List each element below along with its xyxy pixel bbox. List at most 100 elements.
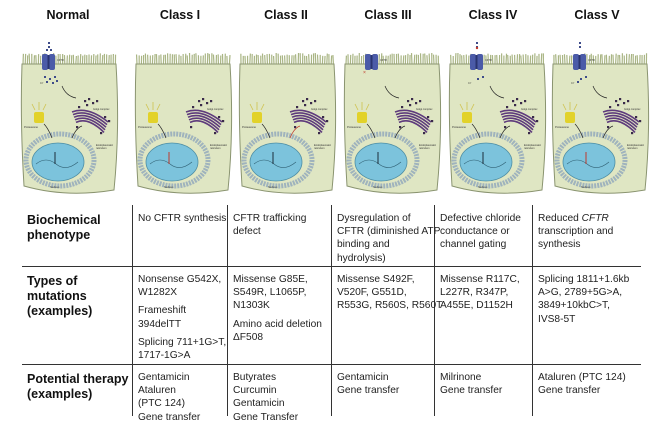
cell-paragraph: Dysregulation ofCFTR (diminished ATPbind…	[337, 212, 440, 265]
vesicle	[210, 100, 212, 102]
nucleus-label: Nucleus	[268, 185, 278, 189]
cell-line: Frameshift	[138, 304, 226, 317]
cell-line: Ataluren	[138, 384, 200, 397]
cell-paragraph: Reduced CFTRtranscription andsynthesis	[538, 212, 613, 252]
vesicle	[86, 104, 88, 106]
microvillus	[564, 54, 565, 64]
golgi-label: Golgi complex	[207, 107, 224, 111]
er-label-line2: reticulum	[210, 146, 221, 150]
microvilli	[346, 53, 438, 64]
cell-line: Gene Transfer	[233, 411, 298, 424]
vesicle	[516, 98, 518, 100]
cftr-label: CFTR	[57, 58, 64, 62]
cell-line: synthesis	[538, 238, 613, 251]
cell-line: ΔF508	[233, 331, 322, 344]
cell-paragraph: Defective chlorideconductance orchannel …	[440, 212, 521, 252]
vesicle	[423, 132, 425, 134]
cell-paragraph: ButyratesCurcuminGentamicinGene Transfer	[233, 371, 298, 424]
cell-diagram-normal: CFTRCl⁻Golgi complexProteasomeEndoplasma…	[16, 40, 122, 200]
cell-line: Amino acid deletion	[233, 318, 322, 331]
microvillus	[76, 56, 77, 64]
nucleus-icon	[32, 143, 84, 181]
chloride-ion	[46, 49, 48, 51]
chloride-ion	[52, 82, 54, 84]
microvillus	[600, 54, 601, 64]
table-cell-potential-therapy-class-4: MilrinoneGene transfer	[440, 371, 502, 402]
nucleus-label: Nucleus	[373, 185, 383, 189]
golgi-label: Golgi complex	[416, 107, 433, 111]
cftr-subunit	[372, 54, 378, 70]
er-label-line2: reticulum	[314, 146, 325, 150]
table-cell-biochemical-phenotype-class-3: Dysregulation ofCFTR (diminished ATPbind…	[337, 212, 440, 270]
chloride-ion	[56, 80, 58, 82]
cftr-label: CFTR	[380, 58, 387, 62]
table-cell-potential-therapy-class-5: Ataluren (PTC 124)Gene transfer	[538, 371, 626, 402]
microvillus	[512, 54, 513, 64]
cell-line: Ataluren (PTC 124)	[538, 371, 626, 384]
nucleus-icon	[250, 143, 302, 181]
chloride-ion	[54, 76, 56, 78]
vesicle	[520, 102, 522, 104]
cell-line: hydrolysis)	[337, 252, 440, 265]
cell-diagram-class2: Golgi complexProteasomeEndoplasmaticreti…	[234, 40, 340, 200]
cell-line: transcription and	[538, 225, 613, 238]
vesicle	[607, 126, 609, 128]
golgi-label: Golgi complex	[93, 107, 110, 111]
column-title-class-4: Class IV	[443, 8, 543, 22]
vesicle	[524, 100, 526, 102]
row-header-line: Potential therapy	[27, 372, 128, 387]
microvillus	[403, 55, 404, 64]
cell-paragraph: Splicing 1811+1.6kbA>G, 2789+5G>A,3849+1…	[538, 273, 629, 326]
proteasome-label: Proteasome	[555, 125, 570, 129]
row-header-line: (examples)	[27, 387, 128, 402]
microvillus	[556, 54, 557, 64]
vesicle	[78, 106, 80, 108]
vesicle	[198, 100, 200, 102]
cftr-subunit	[477, 54, 483, 70]
chloride-ion	[48, 42, 50, 44]
proteasome-body	[148, 112, 158, 123]
cftr-pore	[48, 55, 50, 69]
proteasome-label: Proteasome	[347, 125, 362, 129]
vesicle	[294, 126, 296, 128]
table-cell-potential-therapy-class-1: GentamicinAtaluren(PTC 124)Gene transfer	[138, 371, 200, 429]
vesicle	[419, 100, 421, 102]
microvillus	[629, 54, 630, 64]
nucleus-icon	[146, 143, 198, 181]
microvillus	[265, 55, 266, 64]
cell-line: Gene transfer	[538, 384, 626, 397]
proteasome-label: Proteasome	[24, 125, 39, 129]
row-header-line: Biochemical	[27, 213, 101, 228]
golgi-label: Golgi complex	[521, 107, 538, 111]
vesicle	[639, 120, 641, 122]
row-header-mutation-types: Types ofmutations(examples)	[27, 274, 92, 319]
cell-line: Splicing 711+1G>T,	[138, 336, 226, 349]
cell-line: Curcumin	[233, 384, 298, 397]
row-header-line: phenotype	[27, 228, 101, 243]
cell-line: A>G, 2789+5G>A,	[538, 286, 629, 299]
microvilli	[23, 53, 116, 64]
cell-line: 1717-1G>A	[138, 349, 226, 362]
cell-line: A455E, D1152H	[440, 299, 520, 312]
cell-paragraph: Splicing 711+1G>T,1717-1G>A	[138, 336, 226, 362]
cell-line: defect	[233, 225, 306, 238]
cell-paragraph: Amino acid deletionΔF508	[233, 318, 322, 344]
vesicle	[314, 100, 316, 102]
cftr-pore	[476, 55, 478, 69]
table-cell-biochemical-phenotype-class-5: Reduced CFTRtranscription andsynthesis	[538, 212, 613, 257]
cell-line: 3849+10kbC>T,	[538, 299, 629, 312]
table-cell-biochemical-phenotype-class-1: No CFTR synthesis	[138, 212, 226, 230]
vesicle	[415, 102, 417, 104]
cell-paragraph: Nonsense G542X,W1282X	[138, 273, 226, 299]
vesicle	[401, 106, 403, 108]
microvilli	[241, 53, 334, 64]
microvillus	[327, 54, 328, 64]
column-title-class-1: Class I	[130, 8, 230, 22]
vesicle	[407, 100, 409, 102]
column-title-class-3: Class III	[338, 8, 438, 22]
nucleus-label: Nucleus	[50, 185, 60, 189]
vesicle	[411, 98, 413, 100]
cell-paragraph: MilrinoneGene transfer	[440, 371, 502, 397]
cell-line: Dysregulation of	[337, 212, 440, 225]
proteasome-body	[34, 112, 44, 123]
